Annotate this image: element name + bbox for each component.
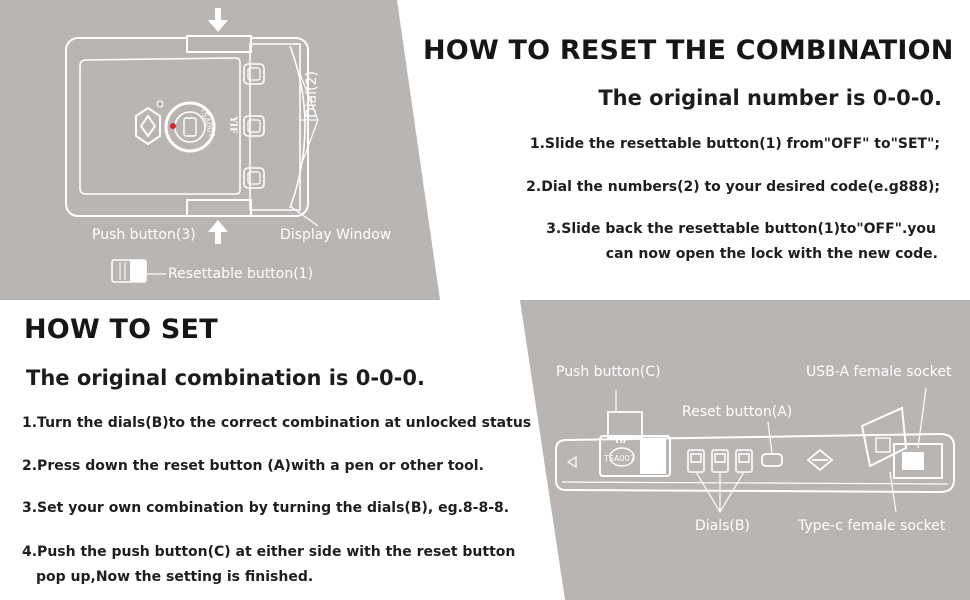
side-panel <box>249 43 301 211</box>
display-window-label: Display Window <box>280 227 392 243</box>
dial-window-1 <box>243 63 265 85</box>
brand-mark-top: YIF <box>227 116 238 134</box>
set-title: HOW TO SET <box>24 314 218 345</box>
dials-b-label: Dials(B) <box>695 518 750 534</box>
lock-diagram-top <box>65 8 319 283</box>
dial-pointer-lines <box>299 73 319 169</box>
bottom-slot <box>186 199 252 217</box>
resettable-switch-icon <box>111 259 147 283</box>
top-slot <box>186 35 252 53</box>
push-button-c-label: Push button(C) <box>556 364 661 380</box>
lock-inner-panel <box>79 57 241 195</box>
dial-label: Dial(2) <box>304 71 320 118</box>
reset-subtitle: The original number is 0-0-0. <box>598 86 942 110</box>
reset-button-a-label: Reset button(A) <box>682 404 793 420</box>
socket-block <box>860 406 943 479</box>
display-window-pointer <box>289 205 319 227</box>
up-arrow-icon <box>208 220 228 244</box>
push-button-block <box>599 411 671 477</box>
dial-window-3 <box>243 167 265 189</box>
reset-title: HOW TO RESET THE COMBINATION <box>423 35 954 66</box>
reset-step-2: 2.Dial the numbers(2) to your desired co… <box>526 179 940 195</box>
tsa-logo-icon <box>806 448 834 472</box>
down-arrow-icon <box>208 8 228 32</box>
set-step-3: 3.Set your own combination by turning th… <box>22 500 510 516</box>
arrow-left-icon <box>566 455 577 469</box>
tsa-mark-bottom: TSA007 <box>604 454 635 463</box>
resettable-button-label: Resettable button(1) <box>168 266 314 282</box>
reset-button-icon <box>761 453 783 467</box>
brand-mark-bottom: YIF <box>614 436 629 445</box>
push-button-label: Push button(3) <box>92 227 196 243</box>
set-step-2: 2.Press down the reset button (A)with a … <box>22 458 484 474</box>
reset-step-3: 3.Slide back the resettable button(1)to"… <box>546 221 936 237</box>
lock-body-outline <box>65 37 309 217</box>
lock-diagram-bottom <box>555 387 955 513</box>
side-curve <box>289 45 306 209</box>
tsa-logo-icon <box>135 106 161 146</box>
dials-group <box>687 449 753 473</box>
indicator-dot-icon <box>170 123 176 129</box>
set-subtitle: The original combination is 0-0-0. <box>26 366 425 390</box>
dials-pointer-lines <box>695 471 745 513</box>
set-step-4-cont: pop up,Now the setting is finished. <box>36 569 314 585</box>
reset-step-3-cont: can now open the lock with the new code. <box>605 246 938 262</box>
typec-socket-label: Type-c female socket <box>798 518 946 534</box>
set-step-1: 1.Turn the dials(B)to the correct combin… <box>22 415 532 431</box>
usb-socket-label: USB-A female socket <box>806 364 952 380</box>
dial-window-2 <box>243 115 265 137</box>
set-step-4: 4.Push the push button(C) at either side… <box>22 544 516 560</box>
device-body-outline <box>555 432 955 494</box>
top-left-gray-panel <box>0 0 440 300</box>
reset-step-1: 1.Slide the resettable button(1) from"OF… <box>529 136 940 152</box>
